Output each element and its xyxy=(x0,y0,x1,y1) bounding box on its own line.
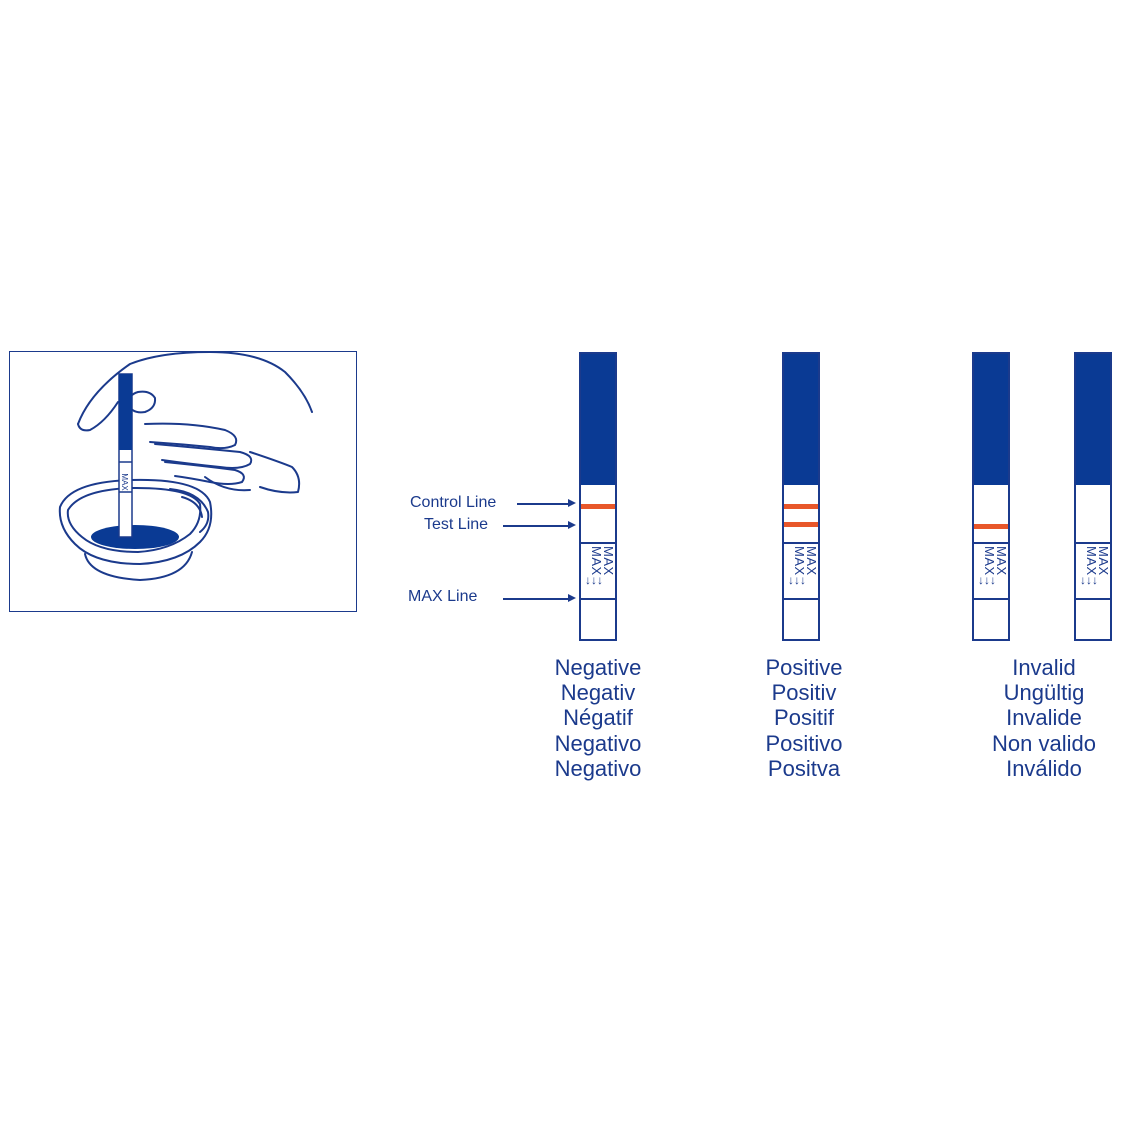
positive-label-fr: Positif xyxy=(774,705,834,731)
invalid-label-de: Ungültig xyxy=(1003,680,1085,706)
strip-max-text: MAX xyxy=(1084,546,1099,576)
strip-cap xyxy=(784,354,818,485)
invalid-label-en: Invalid xyxy=(1012,655,1076,680)
strip-separator xyxy=(784,542,818,544)
control-line-arrow xyxy=(517,503,570,505)
invalid-label-fr: Invalide xyxy=(1006,705,1082,731)
strip-down-arrows: ↓↓↓ xyxy=(1080,573,1098,587)
strip-cap xyxy=(1076,354,1110,485)
strip-max-text: MAX xyxy=(982,546,997,576)
invalid-label-it: Non valido xyxy=(992,730,1096,756)
invalid-strip-test-only: MAX MAX ↓↓↓ xyxy=(972,352,1010,641)
negative-label-de: Negativ xyxy=(560,680,636,706)
test-band xyxy=(974,524,1008,529)
strip-max-text: MAX xyxy=(589,546,604,576)
positive-labels: Positive Positiv Positif Positivo Positv… xyxy=(736,655,872,781)
illustration-strip-label: MAX xyxy=(120,473,129,491)
control-line-arrowhead xyxy=(568,499,576,507)
negative-label-fr: Négatif xyxy=(563,705,633,731)
test-band xyxy=(784,522,818,527)
negative-labels: Negative Negativ Négatif Negativo Negati… xyxy=(530,655,666,781)
strip-max-line xyxy=(974,598,1008,600)
test-line-arrow xyxy=(503,525,570,527)
positive-label-en: Positive xyxy=(765,655,843,680)
strip-separator xyxy=(1076,542,1110,544)
strip-down-arrows: ↓↓↓ xyxy=(788,573,806,587)
control-line-label: Control Line xyxy=(410,494,497,511)
negative-label-it: Negativo xyxy=(554,730,642,756)
invalid-label-es: Inválido xyxy=(1006,755,1082,781)
strip-max-text: MAX xyxy=(792,546,807,576)
control-band xyxy=(784,504,818,509)
positive-label-de: Positiv xyxy=(771,680,837,706)
dipping-illustration: MAX xyxy=(9,351,357,612)
positive-strip: MAX MAX ↓↓↓ xyxy=(782,352,820,641)
test-line-label: Test Line xyxy=(424,516,489,533)
invalid-labels: Invalid Ungültig Invalide Non valido Inv… xyxy=(966,655,1122,781)
strip-max-line xyxy=(581,598,615,600)
strip-down-arrows: ↓↓↓ xyxy=(978,573,996,587)
control-band xyxy=(581,504,615,509)
max-line-arrowhead xyxy=(568,594,576,602)
negative-strip: MAX MAX ↓↓↓ xyxy=(579,352,617,641)
max-line-arrow xyxy=(503,598,570,600)
positive-label-es: Positva xyxy=(767,755,841,781)
strip-max-line xyxy=(1076,598,1110,600)
strip-separator xyxy=(974,542,1008,544)
test-line-arrowhead xyxy=(568,521,576,529)
strip-max-line xyxy=(784,598,818,600)
negative-label-es: Negativo xyxy=(554,755,642,781)
strip-down-arrows: ↓↓↓ xyxy=(585,573,603,587)
strip-cap xyxy=(581,354,615,485)
negative-label-en: Negative xyxy=(554,655,642,680)
positive-label-it: Positivo xyxy=(765,730,843,756)
invalid-strip-no-lines: MAX MAX ↓↓↓ xyxy=(1074,352,1112,641)
strip-separator xyxy=(581,542,615,544)
max-line-label: MAX Line xyxy=(408,588,478,605)
hand-cup-drawing: MAX xyxy=(58,352,313,581)
strip-cap xyxy=(974,354,1008,485)
